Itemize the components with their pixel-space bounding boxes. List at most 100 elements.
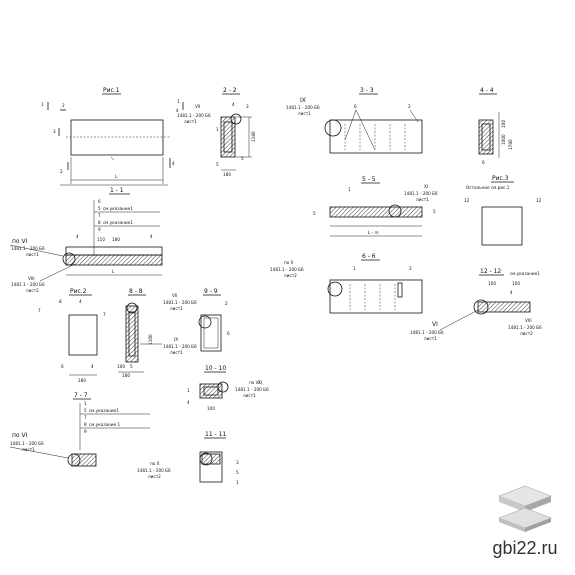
mark-4-12-12: 4 — [510, 290, 513, 295]
mark-8-7-7: 8 — [84, 422, 87, 427]
section-12-12-profile — [477, 301, 531, 313]
section-10-10-profile — [199, 383, 223, 399]
mark-4-1-1-right: 4 — [150, 234, 153, 239]
mark-9-1-1: 9 — [98, 227, 101, 232]
cut-mark-2-bottom: 2 — [60, 169, 63, 174]
section-11-11: 11 - 11 по X 1481.1 - 200 Б6 лист2 3 5 1 — [137, 431, 239, 485]
section-3-3-outline — [329, 119, 423, 154]
mark-5b-2-2: 5 — [241, 156, 244, 161]
dim-110-1-1: 110 — [97, 237, 105, 242]
ref-series-6-6: 1481.1 - 200 Б6 — [270, 267, 304, 272]
section-3-3-title: 3 - 3 — [360, 87, 374, 94]
section-1-1-title: 1 - 1 — [110, 187, 124, 194]
ref-sheet-10-10: лист1 — [243, 393, 256, 398]
ref-sheet-1-1-a: лист1 — [26, 252, 39, 257]
node-po-XI: по VI — [249, 380, 260, 385]
mark-4b-fig2: 4 — [91, 364, 94, 369]
section-9-9: 9 - 9 2 6 — [198, 288, 230, 352]
ref-sheet-12-12-b: лист2 — [520, 331, 533, 336]
mark-4-fig2: 4 — [79, 299, 82, 304]
mark-12-fig3-left: 12 — [464, 198, 470, 203]
section-7-7: 7 - 7 1 5 см.указание1 7 8 см.указание 1… — [9, 392, 150, 467]
ref-sheet-12-12-a: лист1 — [424, 336, 437, 341]
watermark-text: gbi22.ru — [492, 538, 558, 558]
mark-5-8-8: 5 — [130, 364, 133, 369]
dim-100-12-12-a: 100 — [488, 281, 496, 286]
cut-mark-1-top: 1 — [41, 102, 44, 107]
section-10-10: 10 - 10 1 4 по VI XI 1481.1 - 200 Б6 лис… — [187, 365, 269, 411]
section-6-6: 6 - 6 по X 1481.1 - 200 Б6 лист2 1 3 — [270, 253, 423, 314]
mark-7-fig2: 7 — [38, 308, 41, 313]
note-see-ind-1: см.указание1 — [103, 206, 133, 211]
figure-1-front-view: Рис.1 1 2 1 4 3 2 4 L — [41, 87, 184, 186]
mark-1-7-7: 1 — [84, 401, 87, 406]
section-2-2: 2 - 2 VII 1481.1 - 200 Б6 лист1 4 3 1 5 … — [177, 87, 256, 177]
dim-1100-8-8: 1100 — [148, 334, 153, 345]
section-3-3: 3 - 3 IX 1481.1 - 200 Б6 лист1 6 2 — [286, 87, 423, 154]
ref-sheet-2-2: лист1 — [184, 119, 197, 124]
ref-series-12-12-b: 1481.1 - 200 Б6 — [508, 325, 542, 330]
ref-sheet-6-6: лист2 — [284, 273, 297, 278]
dim-100-12-12-b: 100 — [512, 281, 520, 286]
section-4-4-title: 4 - 4 — [480, 87, 494, 94]
node-VI-12-12: VI — [432, 321, 438, 328]
node-XI-5-5: XI — [424, 184, 428, 189]
section-7-7-profile — [71, 453, 97, 467]
mark-2-9-9: 2 — [225, 301, 228, 306]
mark-12-fig3-right: 12 — [536, 198, 542, 203]
node-po-VI-7-7: по VI — [12, 432, 28, 439]
mark-1-5-5: 1 — [348, 187, 351, 192]
ref-sheet-11-11: лист2 — [148, 474, 161, 479]
section-5-5-profile — [329, 206, 423, 218]
mark-1-10-10: 1 — [187, 388, 190, 393]
mark-6-3-3: 6 — [354, 104, 357, 109]
section-2-2-profile — [220, 116, 236, 158]
section-12-12: 12 - 12 см.указание1 100 100 4 VI 1481.1… — [410, 268, 542, 341]
section-5-5: 5 - 5 1 XI 1481.1 - 200 Б6 лист1 5 5 L -… — [313, 176, 438, 237]
figure-2-title: Рис.2 — [70, 288, 87, 295]
mark-4-10-10: 4 — [187, 400, 190, 405]
dim-1180-2-2: 1180 — [251, 131, 256, 142]
section-9-9-outline — [200, 314, 222, 352]
ref-series-3-3: 1481.1 - 200 Б6 — [286, 105, 320, 110]
figure-3-title: Рис.3 — [492, 175, 509, 182]
ref-sheet-3-3: лист1 — [298, 111, 311, 116]
dim-L-1-1: L — [112, 269, 115, 274]
cut-mark-1-right: 1 — [177, 99, 180, 104]
section-7-7-title: 7 - 7 — [74, 392, 88, 399]
mark-1-2-2: 1 — [216, 127, 219, 132]
node-VII-8-8: VII — [172, 293, 177, 298]
ref-sheet-8-8-b: лист1 — [170, 350, 183, 355]
mark-5-5-5-right: 5 — [433, 209, 436, 214]
mark-5-5-5-left: 5 — [313, 211, 316, 216]
dim-1000-4-4: 1000 — [501, 134, 506, 145]
node-po-X-6-6: по X — [284, 260, 294, 265]
section-10-10-title: 10 - 10 — [205, 365, 226, 372]
section-1-1-profile — [65, 254, 163, 266]
figure-3: Рис.3 Остальное см.рис.1 12 12 — [464, 175, 542, 246]
dim-100-8-8: 100 — [117, 364, 125, 369]
dim-1780-4-4: 1780 — [508, 139, 513, 150]
stacked-slabs-icon — [498, 485, 552, 532]
ref-series-5-5: 1481.1 - 200 Б6 — [404, 191, 438, 196]
dim-180-8-8: 180 — [122, 373, 130, 378]
node-VIII-12-12: VIII — [525, 318, 532, 323]
dim-180-fig2: 180 — [78, 378, 86, 383]
mark-7-7-7: 7 — [84, 415, 87, 420]
dim-length-L: L — [115, 174, 118, 179]
ref-series-10-10: 1481.1 - 200 Б6 — [235, 387, 269, 392]
ref-sheet-7-7: лист1 — [22, 447, 35, 452]
mark-4-2-2: 4 — [232, 102, 235, 107]
dim-180-1-1: 180 — [112, 237, 120, 242]
dim-100-4-4-a: 100 — [501, 120, 506, 128]
section-5-5-title: 5 - 5 — [362, 176, 376, 183]
node-po-VI-1-1: по VI — [12, 238, 28, 245]
note-12-12: см.указание1 — [510, 271, 540, 276]
ref-sheet-8-8-a: лист1 — [170, 306, 183, 311]
mark-6-4-4: 6 — [482, 160, 485, 165]
section-11-11-outline — [199, 451, 223, 483]
mark-7-1-1: 7 — [98, 213, 101, 218]
figure-1-title: Рис.1 — [103, 87, 120, 94]
mark-5-1-1: 5 — [98, 206, 101, 211]
ref-series-8-8-a: 1481.1 - 200 Б6 — [163, 300, 197, 305]
